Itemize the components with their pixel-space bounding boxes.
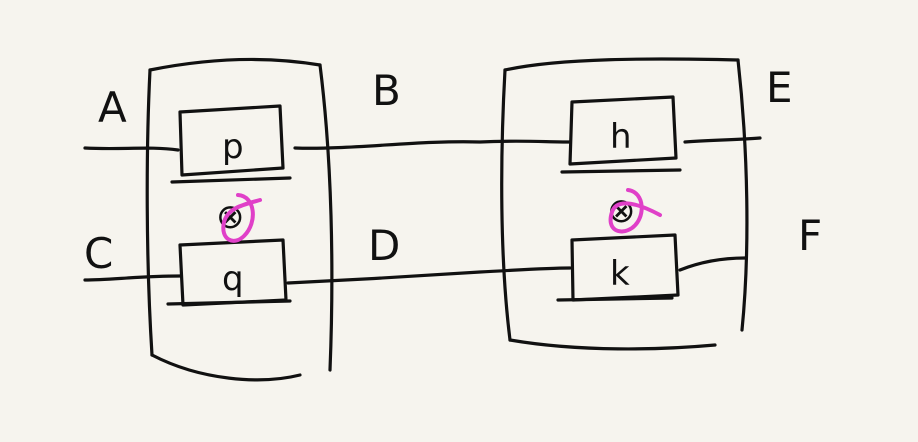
- label-e: E: [766, 63, 793, 112]
- wire-b: [293, 139, 572, 150]
- wire-labels: A B C D E F: [84, 63, 822, 278]
- right-box-left-edge: [500, 68, 512, 342]
- box-p: p: [170, 104, 292, 184]
- box-k-outline: [570, 233, 680, 302]
- label-f: F: [798, 211, 822, 260]
- box-q: q: [166, 238, 292, 307]
- box-q-shadow: [166, 299, 292, 306]
- box-k: k: [556, 233, 680, 302]
- box-p-shadow: [170, 176, 292, 184]
- right-box-bottom-edge: [508, 338, 717, 351]
- right-box-right-edge: [736, 58, 749, 332]
- label-c: C: [84, 229, 113, 278]
- wire-c: [83, 274, 182, 282]
- box-k-label: k: [610, 254, 630, 294]
- label-a: A: [98, 83, 127, 132]
- right-strike-scribble: [608, 188, 662, 234]
- label-d: D: [368, 221, 400, 270]
- box-h-shadow: [560, 168, 682, 174]
- wire-d: [286, 266, 572, 285]
- left-tensor-symbol: ⊗: [216, 197, 245, 237]
- box-h: h: [560, 95, 682, 174]
- right-tensor-mark: ⊗: [607, 188, 662, 234]
- box-h-label: h: [610, 117, 632, 157]
- wire-a: [83, 146, 180, 152]
- wire-e: [683, 136, 762, 144]
- left-box-top-edge: [148, 57, 322, 72]
- box-k-shadow: [556, 296, 674, 302]
- wire-f: [678, 256, 747, 272]
- left-outer-box: [145, 57, 334, 382]
- left-box-bottom-edge: [150, 353, 302, 382]
- wires: [83, 136, 762, 285]
- right-box-top-edge: [503, 57, 740, 72]
- left-tensor-mark: ⊗: [216, 193, 262, 243]
- box-p-label: p: [222, 127, 244, 167]
- left-box-left-edge: [145, 68, 154, 357]
- label-b: B: [372, 66, 401, 115]
- left-box-right-edge: [318, 63, 334, 372]
- left-strike-scribble: [221, 193, 262, 243]
- right-outer-box: [500, 57, 749, 351]
- box-p-outline: [178, 104, 285, 177]
- box-q-label: q: [222, 259, 244, 299]
